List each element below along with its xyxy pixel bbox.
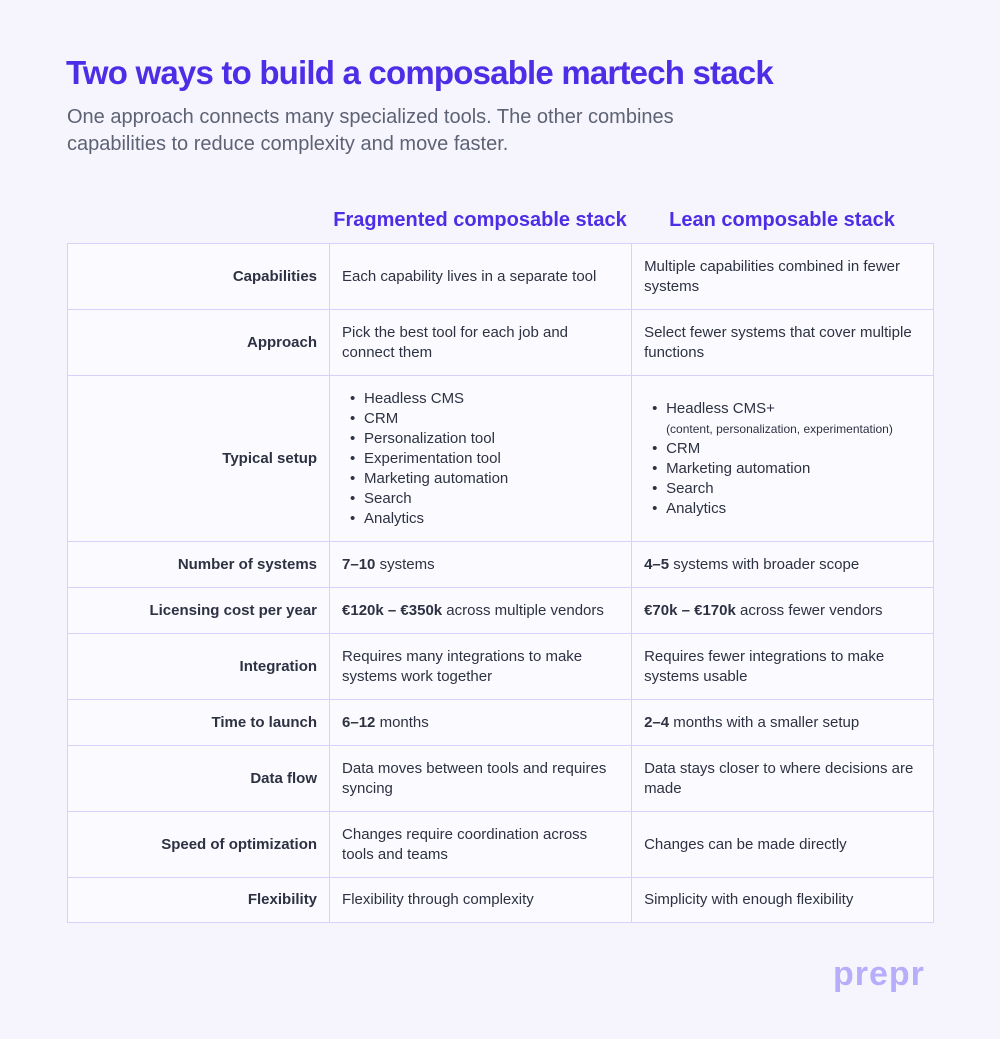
list-item: Analytics: [644, 499, 921, 519]
table-row: Approach Pick the best tool for each job …: [66, 309, 934, 376]
cell-text: Changes require coordination across tool…: [342, 825, 588, 863]
setup-list: Headless CMS+ (content, personalization, …: [644, 399, 921, 519]
highlight-value: €70k – €170k: [644, 601, 736, 619]
list-item-text: CRM: [666, 439, 701, 457]
highlight-value: 6–12: [342, 713, 376, 731]
list-item: Marketing automation: [644, 459, 921, 479]
cell-text: Multiple capabilities combined in fewer …: [644, 257, 901, 295]
fragmented-cell: Requires many integrations to make syste…: [329, 633, 633, 700]
list-item-text: Headless CMS+: [666, 399, 775, 417]
cell-text: Data moves between tools and requires sy…: [342, 759, 607, 797]
column-header-fragmented: Fragmented composable stack: [333, 209, 627, 231]
fragmented-cell: Headless CMS CRM Personalization toolExper…: [329, 375, 633, 542]
list-item-text: Marketing automation: [666, 459, 811, 477]
highlight-value: €120k – €350k: [342, 601, 443, 619]
lean-cell: Data stays closer to where decisions are…: [631, 745, 934, 812]
list-item: Search: [342, 489, 619, 509]
lean-cell: Requires fewer integrations to make syst…: [631, 633, 934, 700]
cell-text: Simplicity with enough flexibility: [644, 891, 854, 908]
cell-text: systems with broader scope: [669, 555, 860, 573]
lean-cell: €70k – €170k across fewer vendors: [631, 587, 934, 634]
lean-cell: Simplicity with enough flexibility: [631, 877, 934, 923]
table-row: Data flow Data moves between tools and re…: [66, 745, 934, 812]
comparison-table: Capabilities Each capability lives in a s…: [66, 243, 934, 923]
list-item-text: Marketing automation: [364, 469, 509, 487]
list-item: Analytics: [342, 509, 619, 529]
fragmented-cell: Data moves between tools and requires sy…: [329, 745, 633, 812]
row-label: Capabilities: [66, 243, 331, 310]
row-label: Speed of optimization: [66, 811, 331, 878]
table-row: Licensing cost per year€120k – €350k acr…: [66, 587, 934, 634]
list-item: Marketing automation: [342, 469, 619, 489]
highlight-value: 4–5: [644, 555, 670, 573]
cell-text: across fewer vendors: [735, 601, 883, 619]
table-row: Flexibility Flexibility through complexit…: [66, 877, 934, 923]
cell-text: Each capability lives in a separate tool: [342, 267, 597, 285]
lean-cell: 2–4 months with a smaller setup: [631, 699, 934, 746]
prepr-logo: prepr: [833, 955, 925, 993]
page-title: Two ways to build a composable martech s…: [66, 54, 774, 91]
fragmented-cell: 7–10 systems: [329, 541, 633, 588]
list-item: CRM: [644, 439, 921, 459]
list-item-text: Experimentation tool: [364, 449, 501, 467]
list-item: Headless CMS+ (content, personalization, …: [644, 399, 921, 439]
fragmented-cell: Changes require coordination across tool…: [329, 811, 633, 878]
setup-list: Headless CMS CRM Personalization toolExper…: [342, 389, 619, 529]
list-item-text: Analytics: [364, 509, 425, 527]
table-row: Integration Requires many integrations to…: [66, 633, 934, 700]
table-row: Capabilities Each capability lives in a s…: [66, 243, 934, 310]
list-item: CRM: [342, 409, 619, 429]
table-row: Typical setup Headless CMS CRM Personalizat…: [66, 375, 934, 542]
row-label: Flexibility: [66, 877, 331, 923]
cell-text: Data stays closer to where decisions are…: [644, 759, 914, 797]
cell-text: Flexibility through complexity: [342, 891, 534, 908]
list-item-text: CRM: [364, 409, 399, 427]
highlight-value: 7–10: [342, 555, 376, 573]
cell-text: Pick the best tool for each job and conn…: [342, 323, 569, 361]
list-item: Personalization tool: [342, 429, 619, 449]
cell-text: Requires fewer integrations to make syst…: [644, 647, 885, 685]
lean-cell: Headless CMS+ (content, personalization, …: [631, 375, 934, 542]
list-item-note: (content, personalization, experimentati…: [666, 421, 893, 436]
lean-cell: Select fewer systems that cover multiple…: [631, 309, 934, 376]
list-item-text: Search: [364, 489, 412, 507]
column-header-lean: Lean composable stack: [669, 209, 895, 231]
row-label: Integration: [66, 633, 331, 700]
highlight-value: 2–4: [644, 713, 670, 731]
page-subtitle: One approach connects many specialized t…: [67, 106, 674, 155]
cell-text: systems: [375, 555, 435, 573]
list-item-text: Headless CMS: [364, 389, 465, 407]
fragmented-cell: 6–12 months: [329, 699, 633, 746]
list-item-text: Analytics: [666, 499, 727, 517]
row-label: Approach: [66, 309, 331, 376]
fragmented-cell: Each capability lives in a separate tool: [329, 243, 633, 310]
row-label: Typical setup: [66, 375, 331, 542]
list-item: Experimentation tool: [342, 449, 619, 469]
lean-cell: 4–5 systems with broader scope: [631, 541, 934, 588]
lean-cell: Multiple capabilities combined in fewer …: [631, 243, 934, 310]
list-item-text: Search: [666, 479, 714, 497]
list-item-text: Personalization tool: [364, 429, 495, 447]
fragmented-cell: Pick the best tool for each job and conn…: [329, 309, 633, 376]
cell-text: Changes can be made directly: [644, 835, 847, 853]
fragmented-cell: Flexibility through complexity: [329, 877, 633, 923]
row-label: Data flow: [66, 745, 331, 812]
list-item: Headless CMS: [342, 389, 619, 409]
lean-cell: Changes can be made directly: [631, 811, 934, 878]
cell-text: Select fewer systems that cover multiple…: [644, 323, 912, 361]
cell-text: months with a smaller setup: [669, 713, 860, 731]
row-label: Time to launch: [66, 699, 331, 746]
row-label: Number of systems: [66, 541, 331, 588]
fragmented-cell: €120k – €350k across multiple vendors: [329, 587, 633, 634]
cell-text: across multiple vendors: [442, 601, 604, 619]
row-label: Licensing cost per year: [66, 587, 331, 634]
list-item: Search: [644, 479, 921, 499]
table-row: Speed of optimization Changes require coo…: [66, 811, 934, 878]
cell-text: Requires many integrations to make syste…: [342, 647, 583, 685]
cell-text: months: [375, 713, 429, 731]
